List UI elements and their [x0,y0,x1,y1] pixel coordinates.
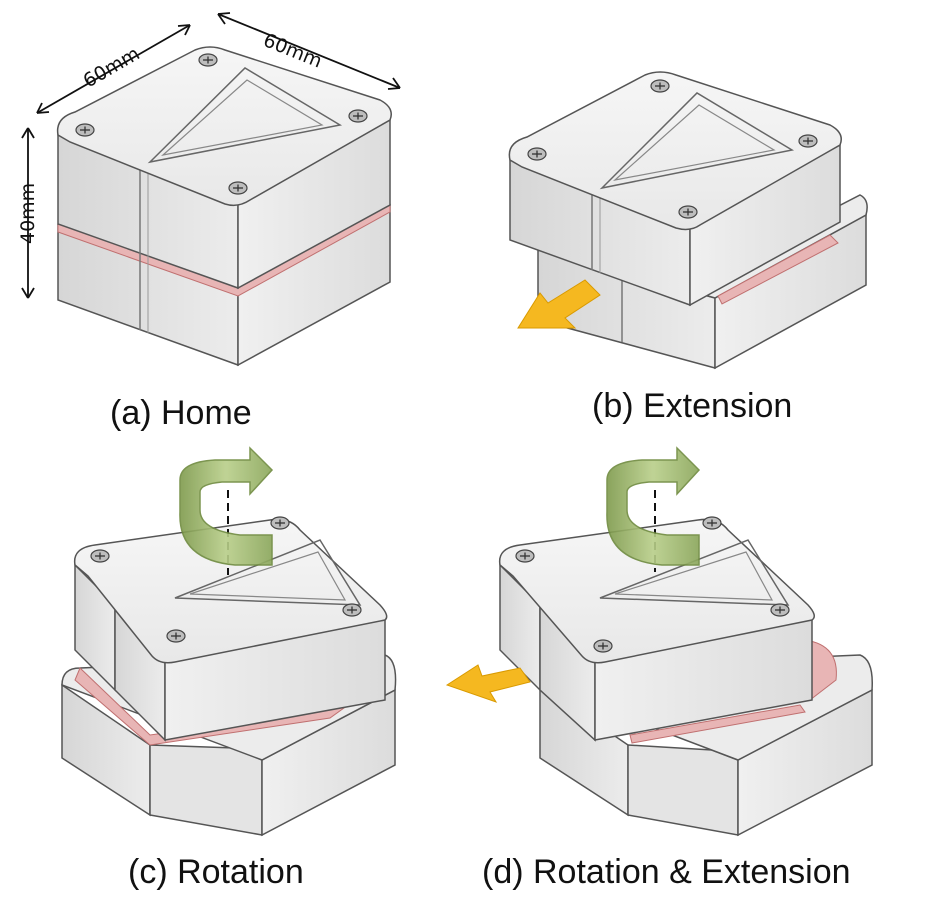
caption-rotation-extension: (d) Rotation & Extension [482,853,851,891]
screw-icon [650,79,670,93]
screw-icon [166,629,186,643]
screw-icon [348,109,368,123]
caption-home: (a) Home [110,394,252,432]
screw-icon [198,53,218,67]
triangle-marking [147,67,343,164]
screw-icon [702,516,722,530]
height-dimension-label: 40mm [17,183,39,244]
screw-icon [593,639,613,653]
screw-icon [90,549,110,563]
extension-arrow-icon [517,279,601,329]
depth-dimension-arrow [217,13,401,89]
caption-rotation: (c) Rotation [128,853,304,891]
panel-c-rotation-module [61,446,397,837]
extension-arrow-icon [445,664,531,703]
screw-icon [678,205,698,219]
screw-icon [270,516,290,530]
screw-icon [770,603,790,617]
screw-icon [228,181,248,195]
screw-icon [527,147,547,161]
caption-extension: (b) Extension [592,387,793,425]
panel-d-rotation-extension-module [445,446,873,837]
dimension-annotations [21,12,401,299]
screw-icon [798,134,818,148]
top-face [56,46,392,207]
screw-icon [75,123,95,137]
width-dimension-arrow [36,24,191,114]
rotation-arrow-icon [606,446,701,566]
panel-a-home-module [56,46,392,367]
screw-icon [515,549,535,563]
rotation-arrow-icon [179,446,274,566]
panel-b-extension-module [508,71,868,370]
screw-icon [342,603,362,617]
